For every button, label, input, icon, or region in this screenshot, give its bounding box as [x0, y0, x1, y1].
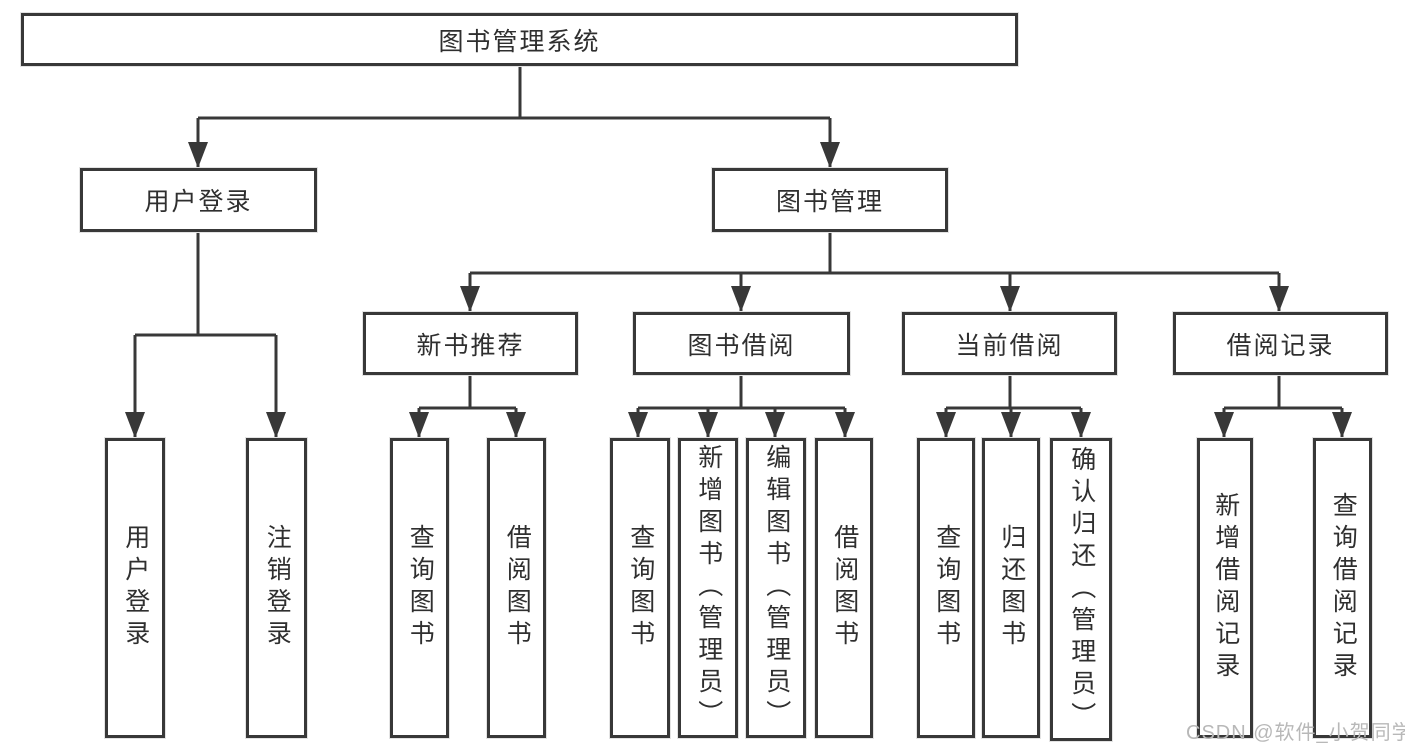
leaf-return-books: 归还图书 [982, 438, 1040, 738]
leaf-query-books-1: 查询图书 [390, 438, 449, 738]
leaf-logout: 注销登录 [246, 438, 307, 738]
node-user-login: 用户登录 [80, 168, 317, 232]
leaf-add-book-admin: 新增图书（管理员） [678, 438, 738, 738]
leaf-edit-book-admin: 编辑图书（管理员） [746, 438, 806, 738]
csdn-watermark: CSDN @软件_小贺同学 [1186, 722, 1405, 744]
node-new-book-recommend: 新书推荐 [363, 312, 578, 375]
node-current-borrowing: 当前借阅 [902, 312, 1117, 375]
bus-lines [135, 66, 1342, 410]
leaf-query-borrow-record: 查询借阅记录 [1313, 438, 1372, 738]
leaf-borrow-books-1: 借阅图书 [487, 438, 546, 738]
node-book-borrowing: 图书借阅 [633, 312, 850, 375]
leaf-add-borrow-record: 新增借阅记录 [1197, 438, 1253, 738]
leaf-query-books-2: 查询图书 [610, 438, 670, 738]
leaf-confirm-return-admin: 确认归还（管理员） [1050, 438, 1112, 741]
node-borrowing-records: 借阅记录 [1173, 312, 1388, 375]
leaf-borrow-books-2: 借阅图书 [815, 438, 873, 738]
node-book-management: 图书管理 [712, 168, 948, 232]
node-library-system: 图书管理系统 [21, 13, 1018, 66]
leaf-query-books-3: 查询图书 [917, 438, 975, 738]
leaf-user-login: 用户登录 [105, 438, 165, 738]
